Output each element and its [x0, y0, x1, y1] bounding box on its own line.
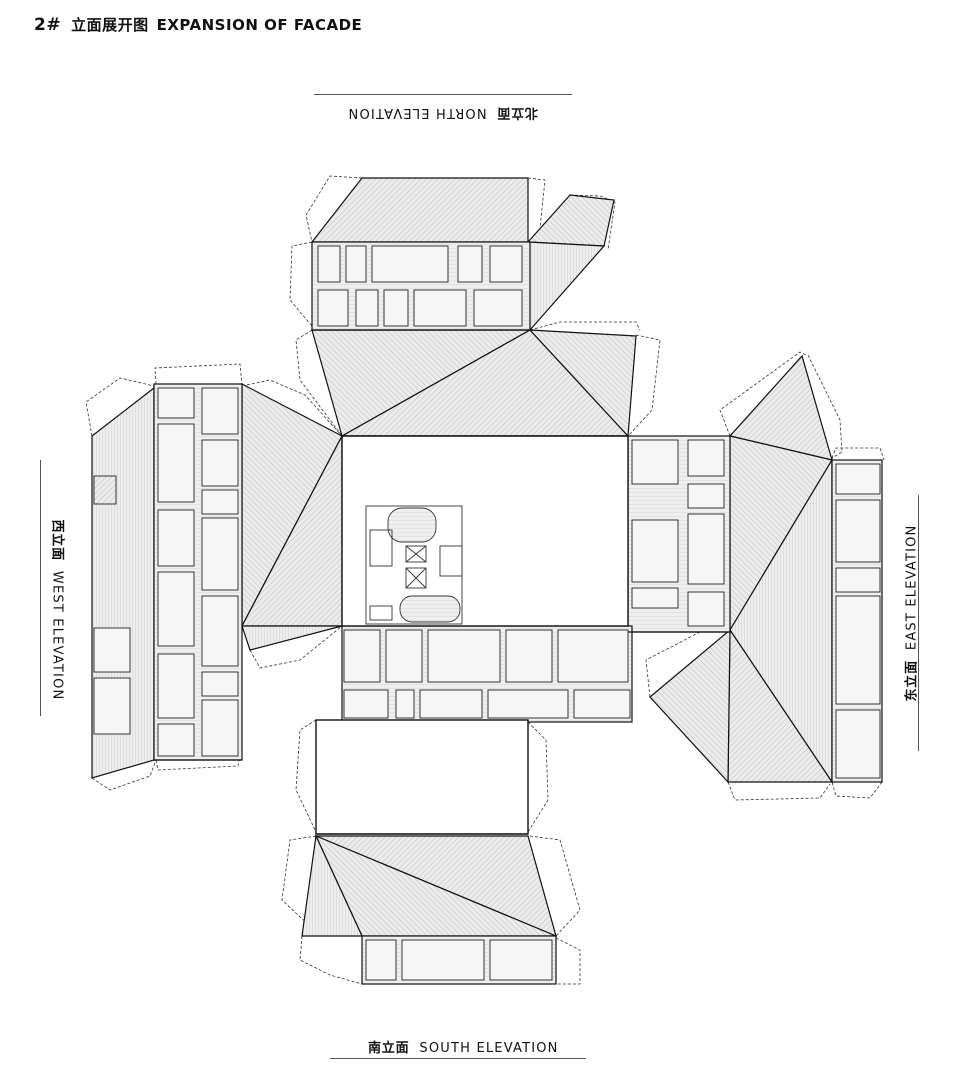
south-label-cn: 南立面	[368, 1041, 410, 1056]
roof-outline	[341, 435, 629, 627]
south-rule	[330, 1058, 586, 1059]
south-windows	[343, 629, 631, 981]
east-rule	[918, 495, 919, 751]
north-windows	[317, 245, 523, 327]
core-plan	[365, 505, 463, 625]
east-windows	[631, 439, 881, 779]
building-number: 2#	[34, 15, 62, 35]
south-elevation-label: 南立面 SOUTH ELEVATION	[368, 1037, 559, 1056]
title-en: EXPANSION OF FACADE	[156, 16, 363, 34]
west-windows	[93, 387, 239, 757]
south-roof-outline	[315, 719, 529, 835]
fold-flaps	[85, 175, 885, 985]
drawing-title: 2# 立面展开图 EXPANSION OF FACADE	[34, 14, 362, 35]
south-label-en: SOUTH ELEVATION	[419, 1041, 559, 1056]
north-rule	[314, 94, 572, 95]
fold-lines	[154, 329, 730, 835]
west-rule	[40, 460, 41, 716]
title-cn: 立面展开图	[71, 16, 149, 34]
